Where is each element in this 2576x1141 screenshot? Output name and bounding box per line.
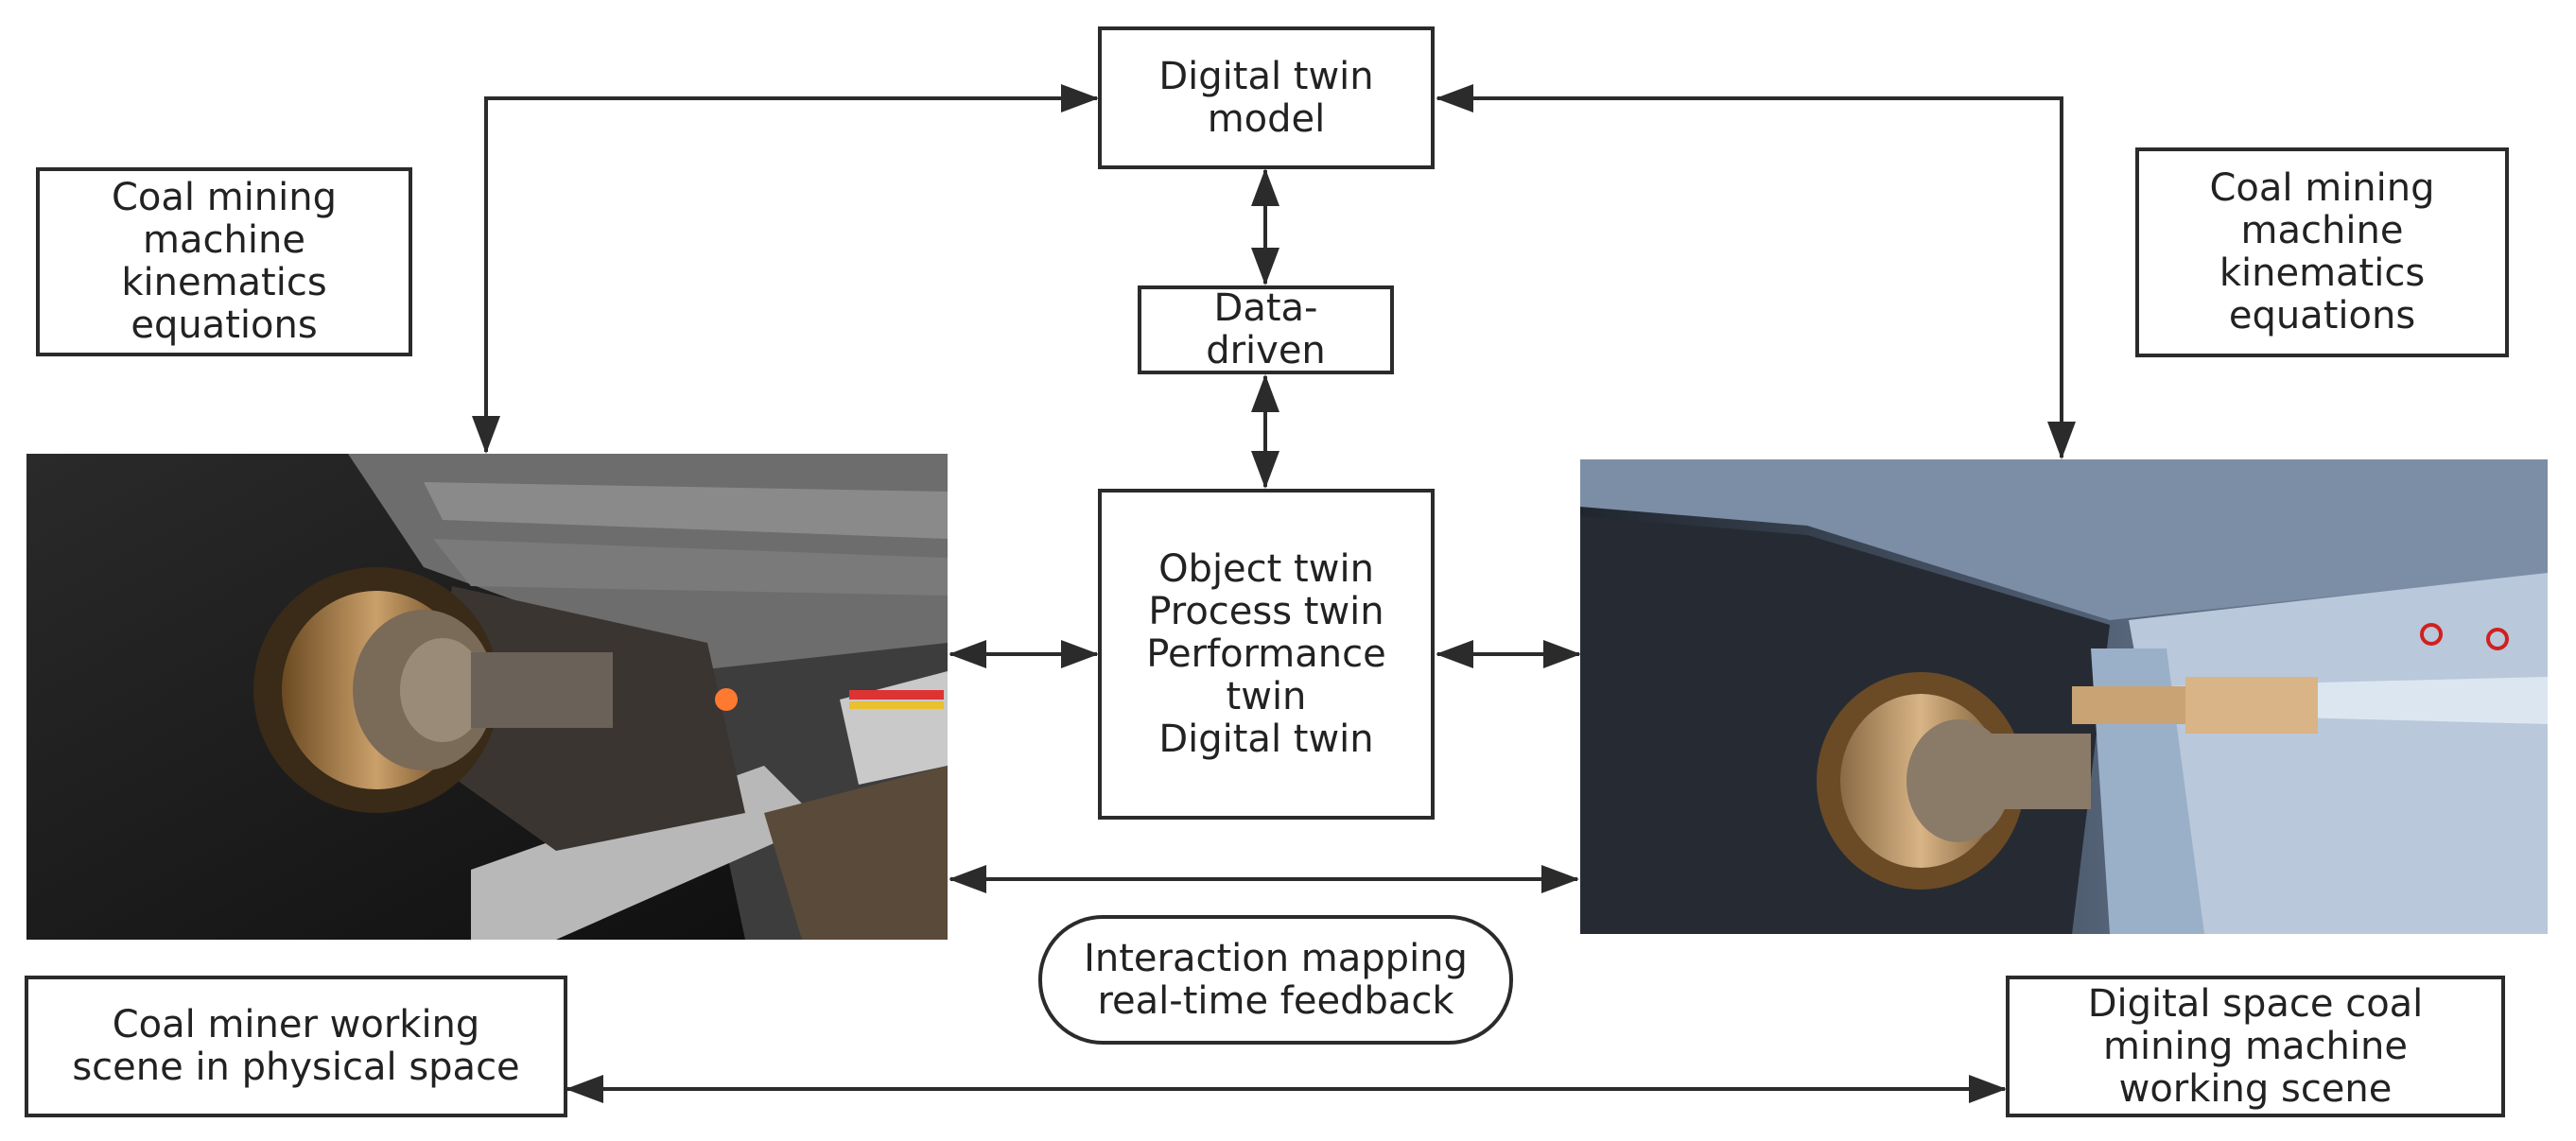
digital-scene-box: Digital space coal mining machine workin… bbox=[2006, 976, 2505, 1117]
physical-scene-box: Coal miner working scene in physical spa… bbox=[25, 976, 567, 1117]
interaction-mapping-label: Interaction mapping real-time feedback bbox=[1084, 936, 1468, 1023]
kinematics-left-box: Coal mining machine kinematics equations bbox=[36, 167, 412, 356]
twins-label: Object twin Process twin Performance twi… bbox=[1146, 546, 1386, 761]
data-driven-box: Data- driven bbox=[1138, 285, 1394, 374]
kinematics-right-box: Coal mining machine kinematics equations bbox=[2135, 147, 2509, 357]
twins-box: Object twin Process twin Performance twi… bbox=[1098, 489, 1435, 820]
arrow-model-to-physical bbox=[472, 84, 1099, 454]
digital-twin-render bbox=[1580, 459, 2548, 934]
kinematics-left-label: Coal mining machine kinematics equations bbox=[111, 176, 338, 347]
digital-twin-model-label: Digital twin model bbox=[1158, 54, 1374, 141]
data-driven-label: Data- driven bbox=[1206, 286, 1326, 372]
physical-mining-photo bbox=[26, 454, 948, 940]
digital-scene-label: Digital space coal mining machine workin… bbox=[2087, 981, 2424, 1111]
digital-twin-model-box: Digital twin model bbox=[1098, 26, 1435, 169]
kinematics-right-label: Coal mining machine kinematics equations bbox=[2209, 166, 2435, 337]
interaction-mapping-box: Interaction mapping real-time feedback bbox=[1038, 915, 1513, 1045]
physical-scene-label: Coal miner working scene in physical spa… bbox=[72, 1003, 520, 1089]
arrow-model-to-digital bbox=[1436, 84, 2076, 459]
